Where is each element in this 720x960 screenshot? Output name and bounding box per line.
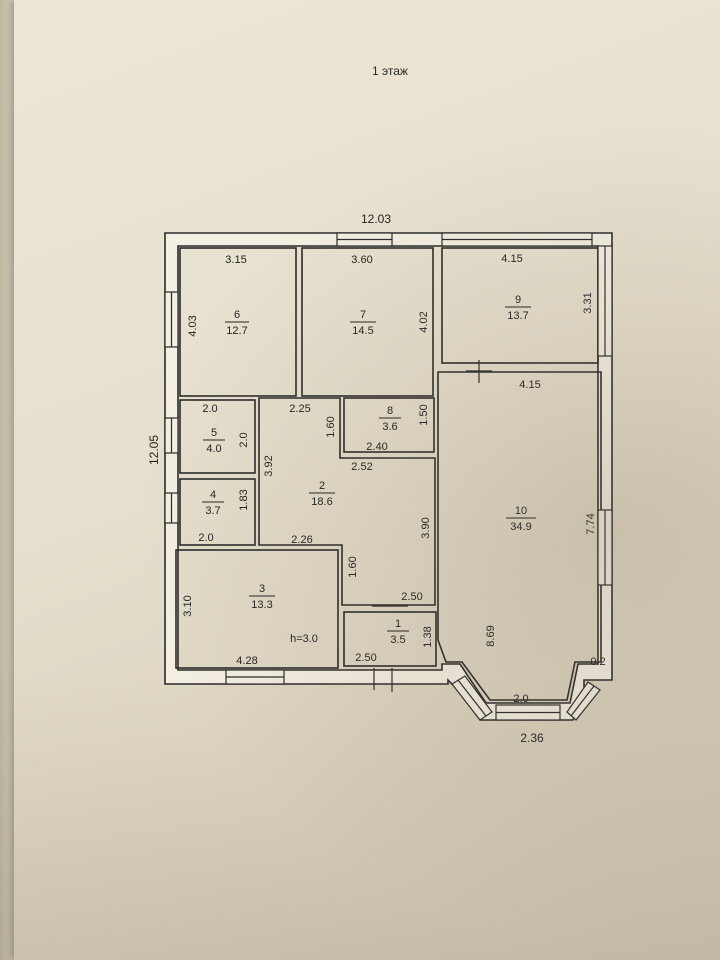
room-4-dim-bottom: 2.0	[198, 532, 213, 544]
room-3-outline	[175, 549, 339, 669]
room-2-area: 18.6	[311, 496, 332, 508]
windows	[164, 232, 613, 721]
window-right-room9	[597, 245, 613, 357]
window-left-room4	[164, 492, 179, 524]
room-2-dim-left: 3.92	[263, 455, 275, 476]
room-5-area: 4.0	[206, 443, 221, 455]
window-bay-front	[495, 704, 561, 721]
window-bay-left	[451, 675, 493, 721]
overall-top-width: 12.03	[361, 212, 391, 226]
room-6-dim-left: 4.03	[187, 315, 199, 336]
room-2-dim-notch: 1.60	[325, 416, 337, 437]
room-10-dim-corner: 0.2	[590, 656, 605, 668]
outer-walls	[164, 232, 613, 721]
room-1-dim-right: 1.38	[422, 626, 434, 647]
bay-width: 2.36	[520, 731, 544, 745]
room-7-dim-top: 3.60	[351, 254, 372, 266]
room-7-area: 14.5	[352, 325, 373, 337]
room-4-number: 4	[210, 489, 216, 501]
exterior-wall	[164, 232, 613, 721]
room-9-area: 13.7	[507, 310, 528, 322]
room-3-dim-left: 3.10	[182, 595, 194, 616]
room-9-dim-right: 3.31	[582, 292, 594, 313]
room-5-dim-right: 2.0	[238, 432, 250, 447]
room-2-dim-right: 3.90	[420, 517, 432, 538]
room-10-number: 10	[515, 505, 527, 517]
room-10-dim-top: 4.15	[519, 379, 540, 391]
room-2-dim-top: 2.25	[289, 403, 310, 415]
underlying-page-edge	[0, 0, 14, 960]
room-4-outline	[179, 478, 256, 546]
window-left-room6	[164, 291, 179, 348]
room-10-area: 34.9	[510, 521, 531, 533]
room-5-number: 5	[211, 427, 217, 439]
room-3-height-note: h=3.0	[290, 633, 318, 645]
room-9-dim-top: 4.15	[501, 253, 522, 265]
room-6-dim-top: 3.15	[225, 254, 246, 266]
overall-left-height: 12.05	[147, 435, 161, 465]
room-4-dim-right: 1.83	[238, 489, 250, 510]
room-9-number: 9	[515, 294, 521, 306]
room-2-dim-lower: 1.60	[347, 556, 359, 577]
room-5-outline	[179, 399, 256, 474]
room-7-outline	[301, 247, 434, 397]
room-1-area: 3.5	[390, 634, 405, 646]
room-3-number: 3	[259, 583, 265, 595]
room-10-dim-right: 7.74	[585, 513, 597, 534]
room-7-number: 7	[360, 309, 366, 321]
room-8-number: 8	[387, 405, 393, 417]
room-10-outline	[437, 371, 602, 701]
room-4-area: 3.7	[205, 505, 220, 517]
room-2-dim-step: 2.52	[351, 461, 372, 473]
room-2-dim-bottom: 2.26	[291, 534, 312, 546]
room-3-area: 13.3	[251, 599, 272, 611]
room-10-dim-bay: 2.0	[513, 693, 528, 705]
window-left-room5	[164, 417, 179, 454]
door-markers	[372, 360, 492, 692]
window-bottom-room3	[225, 669, 285, 685]
window-right-room10	[597, 509, 613, 586]
room-3-dim-bottom: 4.28	[236, 655, 257, 667]
room-8-area: 3.6	[382, 421, 397, 433]
room-8-dim-bottom: 2.40	[366, 441, 387, 453]
room-2-outline	[258, 397, 436, 606]
room-6-area: 12.7	[226, 325, 247, 337]
room-6-outline	[179, 247, 297, 397]
window-top-room9	[441, 232, 593, 247]
room-1-outline	[343, 611, 437, 667]
room-7-dim-right: 4.02	[418, 311, 430, 332]
room-10-dim-left: 8.69	[485, 625, 497, 646]
floor-title: 1 этаж	[372, 64, 408, 78]
room-8-dim-right: 1.50	[418, 404, 430, 425]
room-1-number: 1	[395, 618, 401, 630]
window-top-room7	[336, 232, 393, 247]
room-6-number: 6	[234, 309, 240, 321]
room-5-dim-top: 2.0	[202, 403, 217, 415]
room-2-number: 2	[319, 480, 325, 492]
room-1-dim-bottom: 2.50	[355, 652, 376, 664]
room-8-outline	[343, 397, 435, 453]
room-10-dim-hall: 2.50	[401, 591, 422, 603]
window-bay-right	[566, 681, 601, 721]
